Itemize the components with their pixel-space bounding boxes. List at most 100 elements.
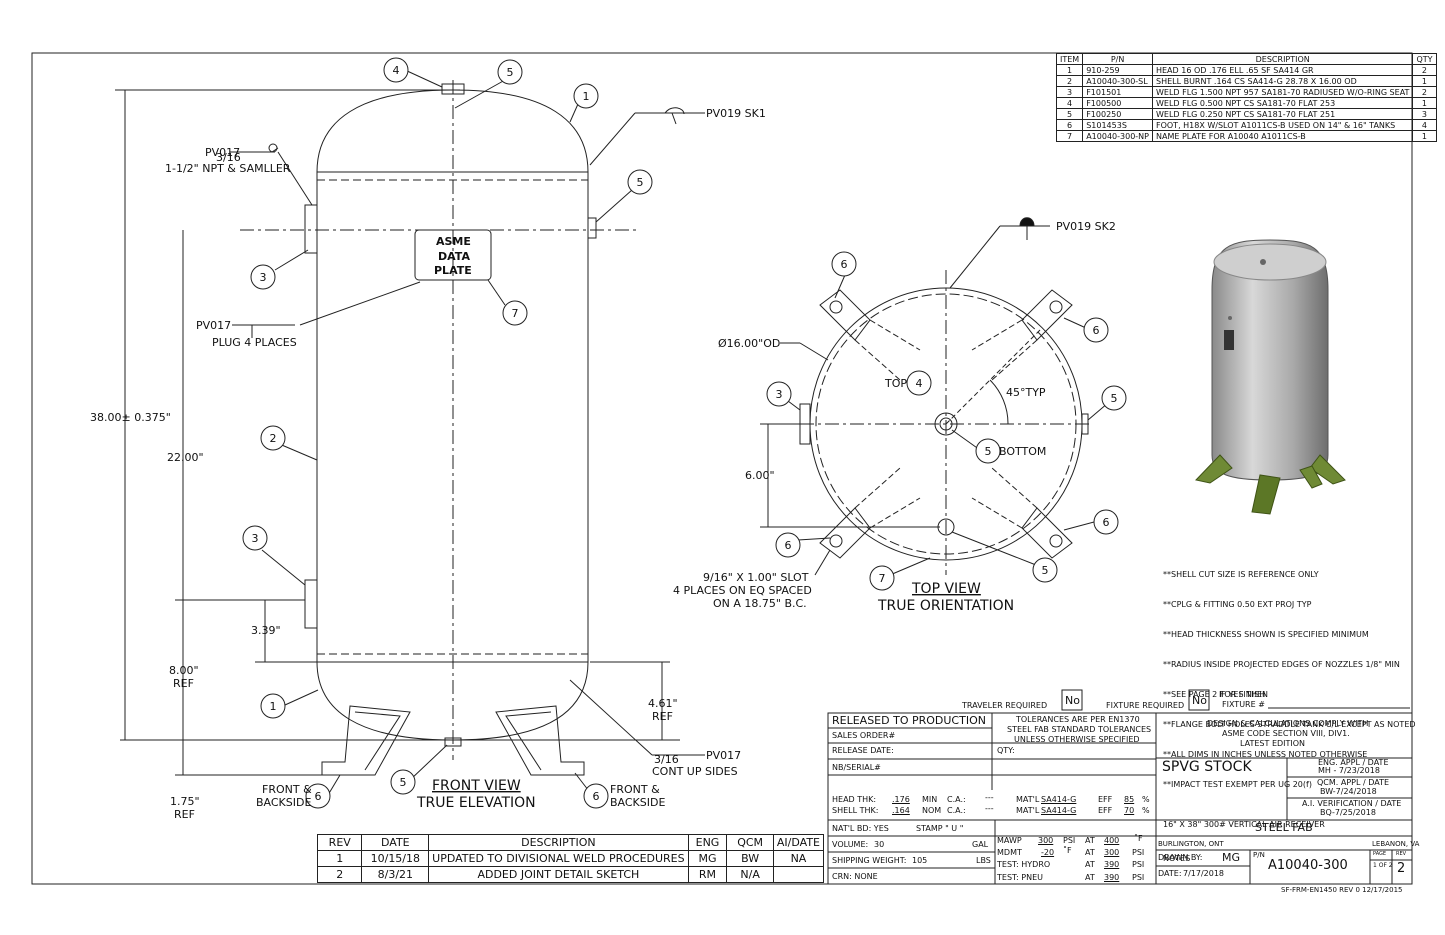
page-label: PAGE [1373,851,1387,857]
top-view-title: TOP VIEW [911,581,981,597]
dim-overall: 38.00± 0.375" [90,411,171,424]
cell: F101501 [1082,86,1153,98]
mdmt-degf: ˚F [1063,846,1072,855]
eff-value-2: 70 [1124,806,1135,815]
burlington: BURLINGTON, ONT [1158,840,1224,848]
cell: 2 [1412,64,1437,76]
revision-table: REV DATE DESCRIPTION ENG QCM AI/DATE 1 1… [316,834,825,883]
balloon-7: 7 [512,307,519,320]
revision-header: REV DATE DESCRIPTION ENG QCM AI/DATE [316,834,825,851]
traveler-label: TRAVELER REQUIRED [962,701,1048,710]
cell: 910-259 [1082,64,1153,76]
ca-value-2: --- [985,804,994,813]
ship-weight-label: SHIPPING WEIGHT: [832,856,907,865]
mdmt-label: MDMT [997,848,1022,857]
cell: WELD FLG 0.250 NPT CS SA181-70 FLAT 251 [1151,108,1414,120]
eff-value-1: 85 [1124,795,1135,804]
label-cont-up: CONT UP SIDES [652,765,738,778]
qcm-appl-label: QCM. APPL / DATE [1317,778,1390,787]
cell: 1 [316,850,363,867]
shell-thk-value: .164 [892,806,910,815]
tolerance-line1: TOLERANCES ARE PER EN1370 [1016,715,1140,724]
cell: ADDED JOINT DETAIL SKETCH [428,866,689,883]
ca-value: --- [985,793,994,802]
released-label: RELEASED TO PRODUCTION [832,714,986,727]
cell: BW [726,850,774,867]
test-pneu: TEST: PNEU [997,873,1043,882]
label-slot2: 4 PLACES ON EQ SPACED [673,584,812,597]
header-description: DESCRIPTION [1151,53,1414,65]
dim-339: 3.39" [251,624,281,637]
top-balloons [766,251,1127,591]
label-angle: 45°TYP [1006,386,1046,399]
balloon-1: 1 [583,90,590,103]
cell: 10/15/18 [361,850,430,867]
cell: 1 [1412,97,1437,109]
fitting-item3-bottom [304,579,318,629]
cell: S101453S [1082,119,1153,131]
dim-461: 4.61" [648,697,678,710]
cell: N/A [726,866,774,883]
balloon-5: 5 [400,776,407,789]
header-date: DATE [361,834,430,851]
dim-22: 22.00" [167,451,204,464]
cell: 7 [1055,130,1084,142]
cell: 2 [1055,75,1084,87]
cell [772,866,825,883]
cell: HEAD 16 OD .176 ELL .65 SF SA414 GR [1151,64,1414,76]
top-view-subtitle: TRUE ORIENTATION [877,598,1014,614]
cell: MG [687,850,728,867]
note-line: **RADIUS INSIDE PROJECTED EDGES OF NOZZL… [1163,660,1400,669]
note-line: **SHELL CUT SIZE IS REFERENCE ONLY [1163,570,1319,579]
balloon-2: 2 [270,432,277,445]
cell: NA [772,850,825,867]
date-label: DATE: [1158,869,1182,878]
label-slot1: 9/16" X 1.00" SLOT [703,571,809,584]
nameplate-line2: DATA [438,250,470,263]
matl-value-2: SA414-G [1041,806,1077,815]
balloon-5: 5 [507,66,514,79]
cell: 1 [1412,75,1437,87]
dim-8: 8.00" [169,664,199,677]
center-fitting [934,412,958,436]
fixture-number-label: FIXTURE # [1222,700,1265,709]
header-ai-date: AI/DATE [772,834,825,851]
drawn-by-value: MG [1222,851,1241,864]
fixture-value: No [1192,694,1207,707]
note-line: **SEE PAGE 2 FOR FINISH [1163,690,1266,699]
mawp-temp: 400 [1104,836,1120,845]
label-top: TOP [884,377,907,390]
note-line: **FLANGE BOLT HOLES STRADDLE TANK C/L EX… [1163,720,1416,729]
front-view-title: FRONT VIEW [432,778,521,794]
dim-8-ref: REF [173,677,194,690]
ca-label: C.A.: [947,795,966,804]
front-balloons [242,57,653,809]
mdmt-at: AT [1085,848,1095,857]
balloon-3: 3 [260,271,267,284]
header-rev: REV [316,834,363,851]
notes-block: **SHELL CUT SIZE IS REFERENCE ONLY **CPL… [1163,550,1416,874]
hydro-at: AT [1085,860,1095,869]
min-label: MIN [922,795,938,804]
label-od: Ø16.00"OD [718,337,780,350]
label-pv019-sk1: PV019 SK1 [706,107,766,120]
mdmt-psi: PSI [1132,848,1145,857]
balloon-6: 6 [1093,324,1100,337]
volume-value: 30 [874,840,885,849]
cell: F100250 [1082,108,1153,120]
pn-value: A10040-300 [1268,858,1348,873]
balloon-5: 5 [985,445,992,458]
front-view [115,69,705,796]
label-slot3: ON A 18.75" B.C. [713,597,807,610]
nameplate-line1: ASME [436,235,471,248]
sheet-border [31,52,1413,885]
matl-label: MAT'L [1016,795,1040,804]
cell: 4 [1412,119,1437,131]
label-weld-top: 3/16 [216,151,241,164]
cell: 3 [1412,108,1437,120]
header-eng: ENG [687,834,728,851]
